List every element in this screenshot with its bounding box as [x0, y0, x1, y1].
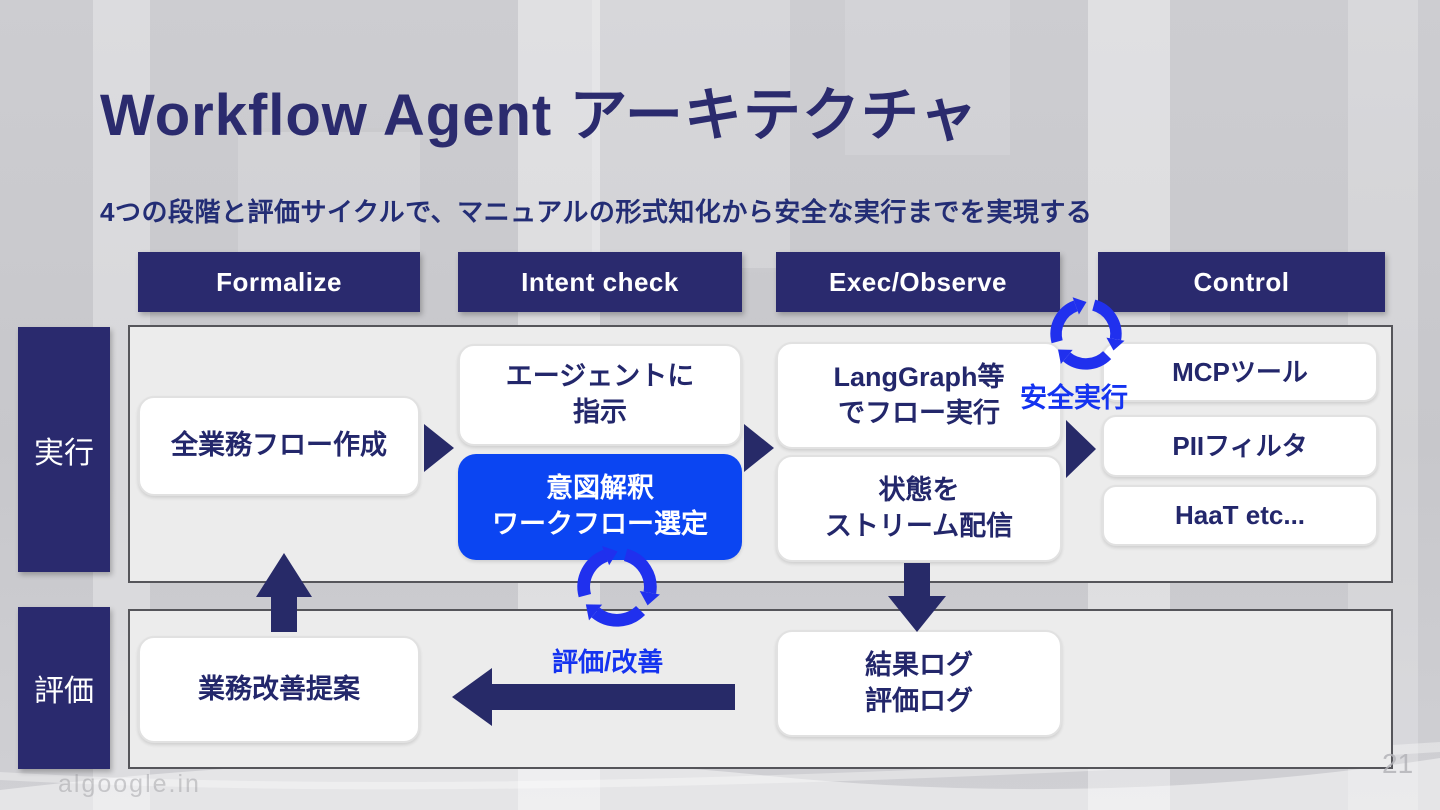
- box-text: 評価ログ: [865, 685, 973, 716]
- page-title: Workflow Agent アーキテクチャ: [100, 83, 979, 148]
- box-text: 全業務フロー作成: [171, 430, 387, 461]
- box-mcp-tools: MCPツール: [1102, 342, 1378, 402]
- phase-header-exec-observe: Exec/Observe: [776, 252, 1060, 312]
- box-text: 意図解釈: [546, 473, 654, 504]
- phase-header-label: Intent check: [521, 266, 679, 297]
- box-state-streaming: 状態を ストリーム配信: [776, 455, 1062, 562]
- box-text: でフロー実行: [838, 397, 1000, 428]
- phase-header-formalize: Formalize: [138, 252, 420, 312]
- box-text: MCPツール: [1172, 356, 1308, 387]
- box-intent-interpretation: 意図解釈 ワークフロー選定: [458, 454, 742, 560]
- lane-label-text: 実行: [34, 436, 94, 470]
- lane-label-eval: 評価: [18, 607, 110, 769]
- lane-label-text: 評価: [34, 675, 94, 708]
- page-number: 21: [1382, 748, 1414, 779]
- box-text: ワークフロー選定: [492, 509, 708, 539]
- eval-improve-label: 評価/改善: [552, 647, 664, 677]
- box-text: LangGraph等: [833, 361, 1005, 392]
- box-result-eval-logs: 結果ログ 評価ログ: [776, 630, 1062, 737]
- box-business-improvement: 業務改善提案: [138, 636, 420, 743]
- box-langgraph-flow-exec: LangGraph等 でフロー実行: [776, 342, 1062, 449]
- phase-header-label: Exec/Observe: [828, 266, 1007, 297]
- box-text: 業務改善提案: [198, 673, 360, 704]
- box-text: ストリーム配信: [824, 510, 1014, 541]
- phase-header-label: Formalize: [216, 266, 342, 297]
- phase-header-intent-check: Intent check: [458, 252, 742, 312]
- phase-header-label: Control: [1193, 266, 1290, 297]
- safe-exec-label: 安全実行: [1020, 383, 1128, 413]
- box-text: HaaT etc...: [1174, 500, 1306, 531]
- phase-header-control: Control: [1098, 252, 1385, 312]
- box-text: 状態を: [878, 474, 960, 505]
- box-pii-filter: PIIフィルタ: [1102, 415, 1378, 477]
- box-text: PIIフィルタ: [1172, 430, 1308, 461]
- box-haat-etc: HaaT etc...: [1102, 485, 1378, 546]
- box-text: 結果ログ: [865, 649, 973, 680]
- lane-label-exec: 実行: [18, 327, 110, 572]
- box-text: エージェントに: [505, 361, 695, 392]
- box-all-workflow-creation: 全業務フロー作成: [138, 396, 420, 496]
- slide-subtitle: 4つの段階と評価サイクルで、マニュアルの形式知化から安全な実行までを実現する: [100, 197, 1093, 227]
- watermark: algoogle.in: [58, 770, 201, 798]
- box-text: 指示: [573, 397, 627, 427]
- box-agent-instruction: エージェントに 指示: [458, 344, 742, 446]
